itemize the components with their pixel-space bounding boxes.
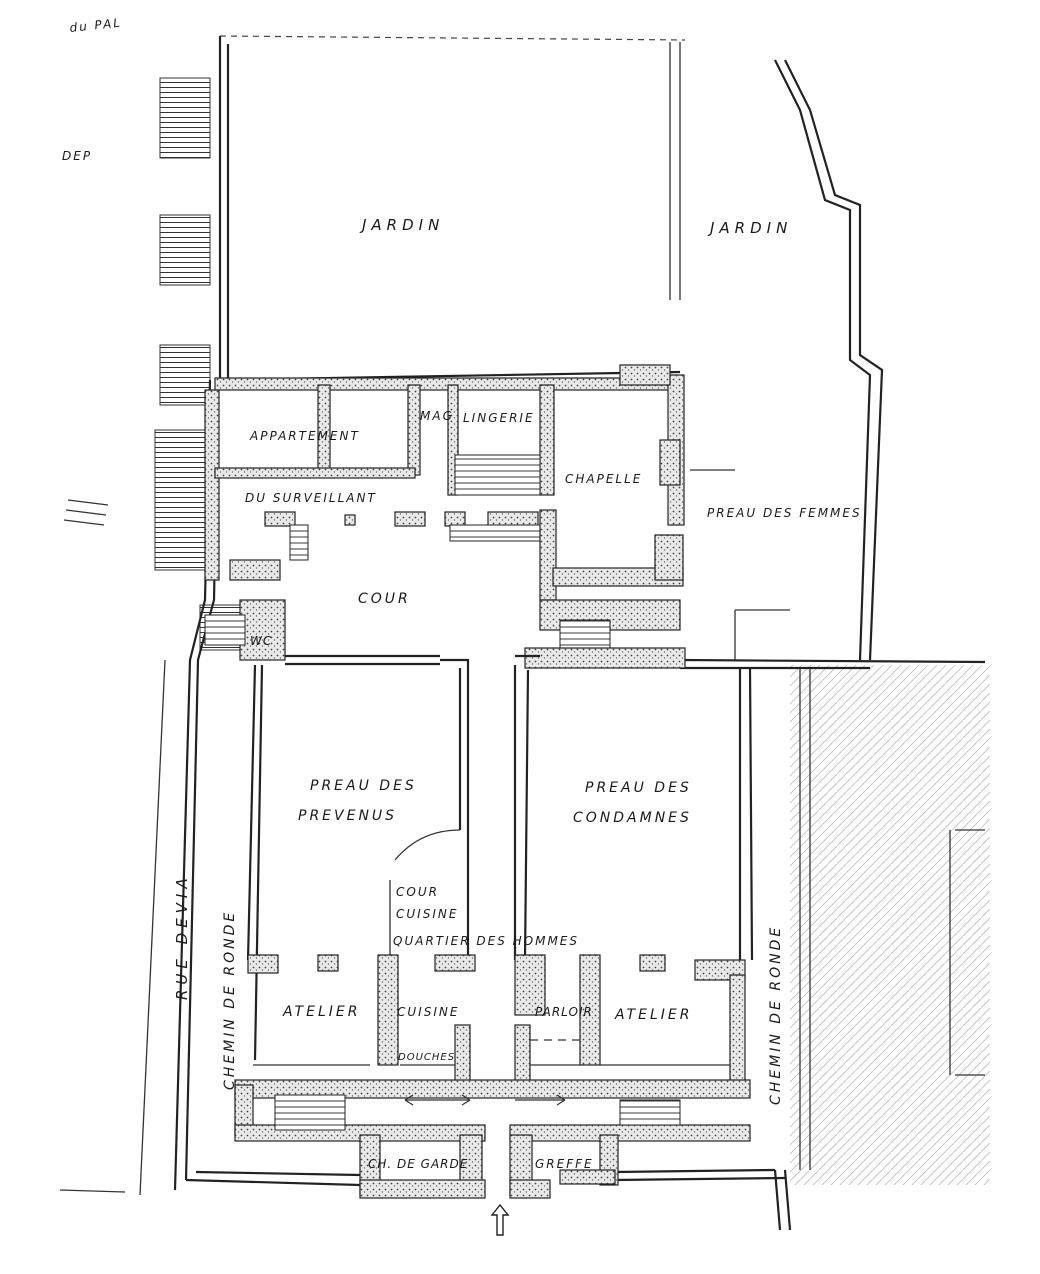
- label-cour-cuisine-2: CUISINE: [396, 907, 458, 921]
- label-preau-condamnes-2: CONDAMNES: [573, 810, 692, 826]
- yard-walls: [246, 658, 985, 1170]
- margin-note: DEP: [62, 149, 92, 163]
- label-rue-devia: RUE DEVIA: [173, 873, 191, 1000]
- label-appartement: APPARTEMENT: [249, 429, 360, 443]
- outer-walls: [59, 35, 986, 1231]
- double-arrow-icon: [404, 1094, 471, 1106]
- label-cuisine: CUISINE: [397, 1005, 459, 1019]
- south-wing: [234, 954, 751, 1199]
- north-wing: [204, 364, 790, 669]
- label-quartier-hommes: QUARTIER DES HOMMES: [393, 934, 579, 948]
- label-jardin-north: JARDIN: [359, 216, 444, 234]
- double-arrow-icon: [515, 1094, 566, 1106]
- label-chemin-ronde-east: CHEMIN DE RONDE: [768, 925, 784, 1105]
- label-preau-prevenus-2: PREVENUS: [298, 808, 397, 824]
- label-surveillant: DU SURVEILLANT: [245, 491, 377, 505]
- entrance-arrow-icon: [490, 1203, 510, 1236]
- neighbour-hatched-area: [790, 665, 990, 1185]
- label-preau-femmes: PREAU DES FEMMES: [707, 506, 862, 520]
- margin-stamp: du PAL: [69, 16, 123, 35]
- label-parloir: PARLOIR: [535, 1005, 593, 1019]
- label-preau-prevenus-1: PREAU DES: [310, 778, 417, 794]
- label-wc: WC: [250, 634, 272, 648]
- label-preau-condamnes-1: PREAU DES: [585, 780, 692, 796]
- label-atelier-east: ATELIER: [614, 1007, 692, 1023]
- label-lingerie: LINGERIE: [463, 411, 535, 425]
- street-hatching: [63, 77, 246, 651]
- label-douches: DOUCHES: [398, 1052, 455, 1063]
- label-cour-cuisine-1: COUR: [396, 885, 439, 899]
- label-chapelle: CHAPELLE: [565, 472, 642, 486]
- label-jardin-east: JARDIN: [707, 219, 792, 237]
- label-atelier-west: ATELIER: [282, 1004, 360, 1020]
- label-cour: COUR: [358, 591, 411, 607]
- label-greffe: GREFFE: [535, 1157, 594, 1171]
- label-chemin-ronde-west: CHEMIN DE RONDE: [222, 910, 238, 1090]
- label-magasin: MAG: [420, 409, 454, 423]
- label-ch-garde: CH. DE GARDE: [368, 1157, 468, 1171]
